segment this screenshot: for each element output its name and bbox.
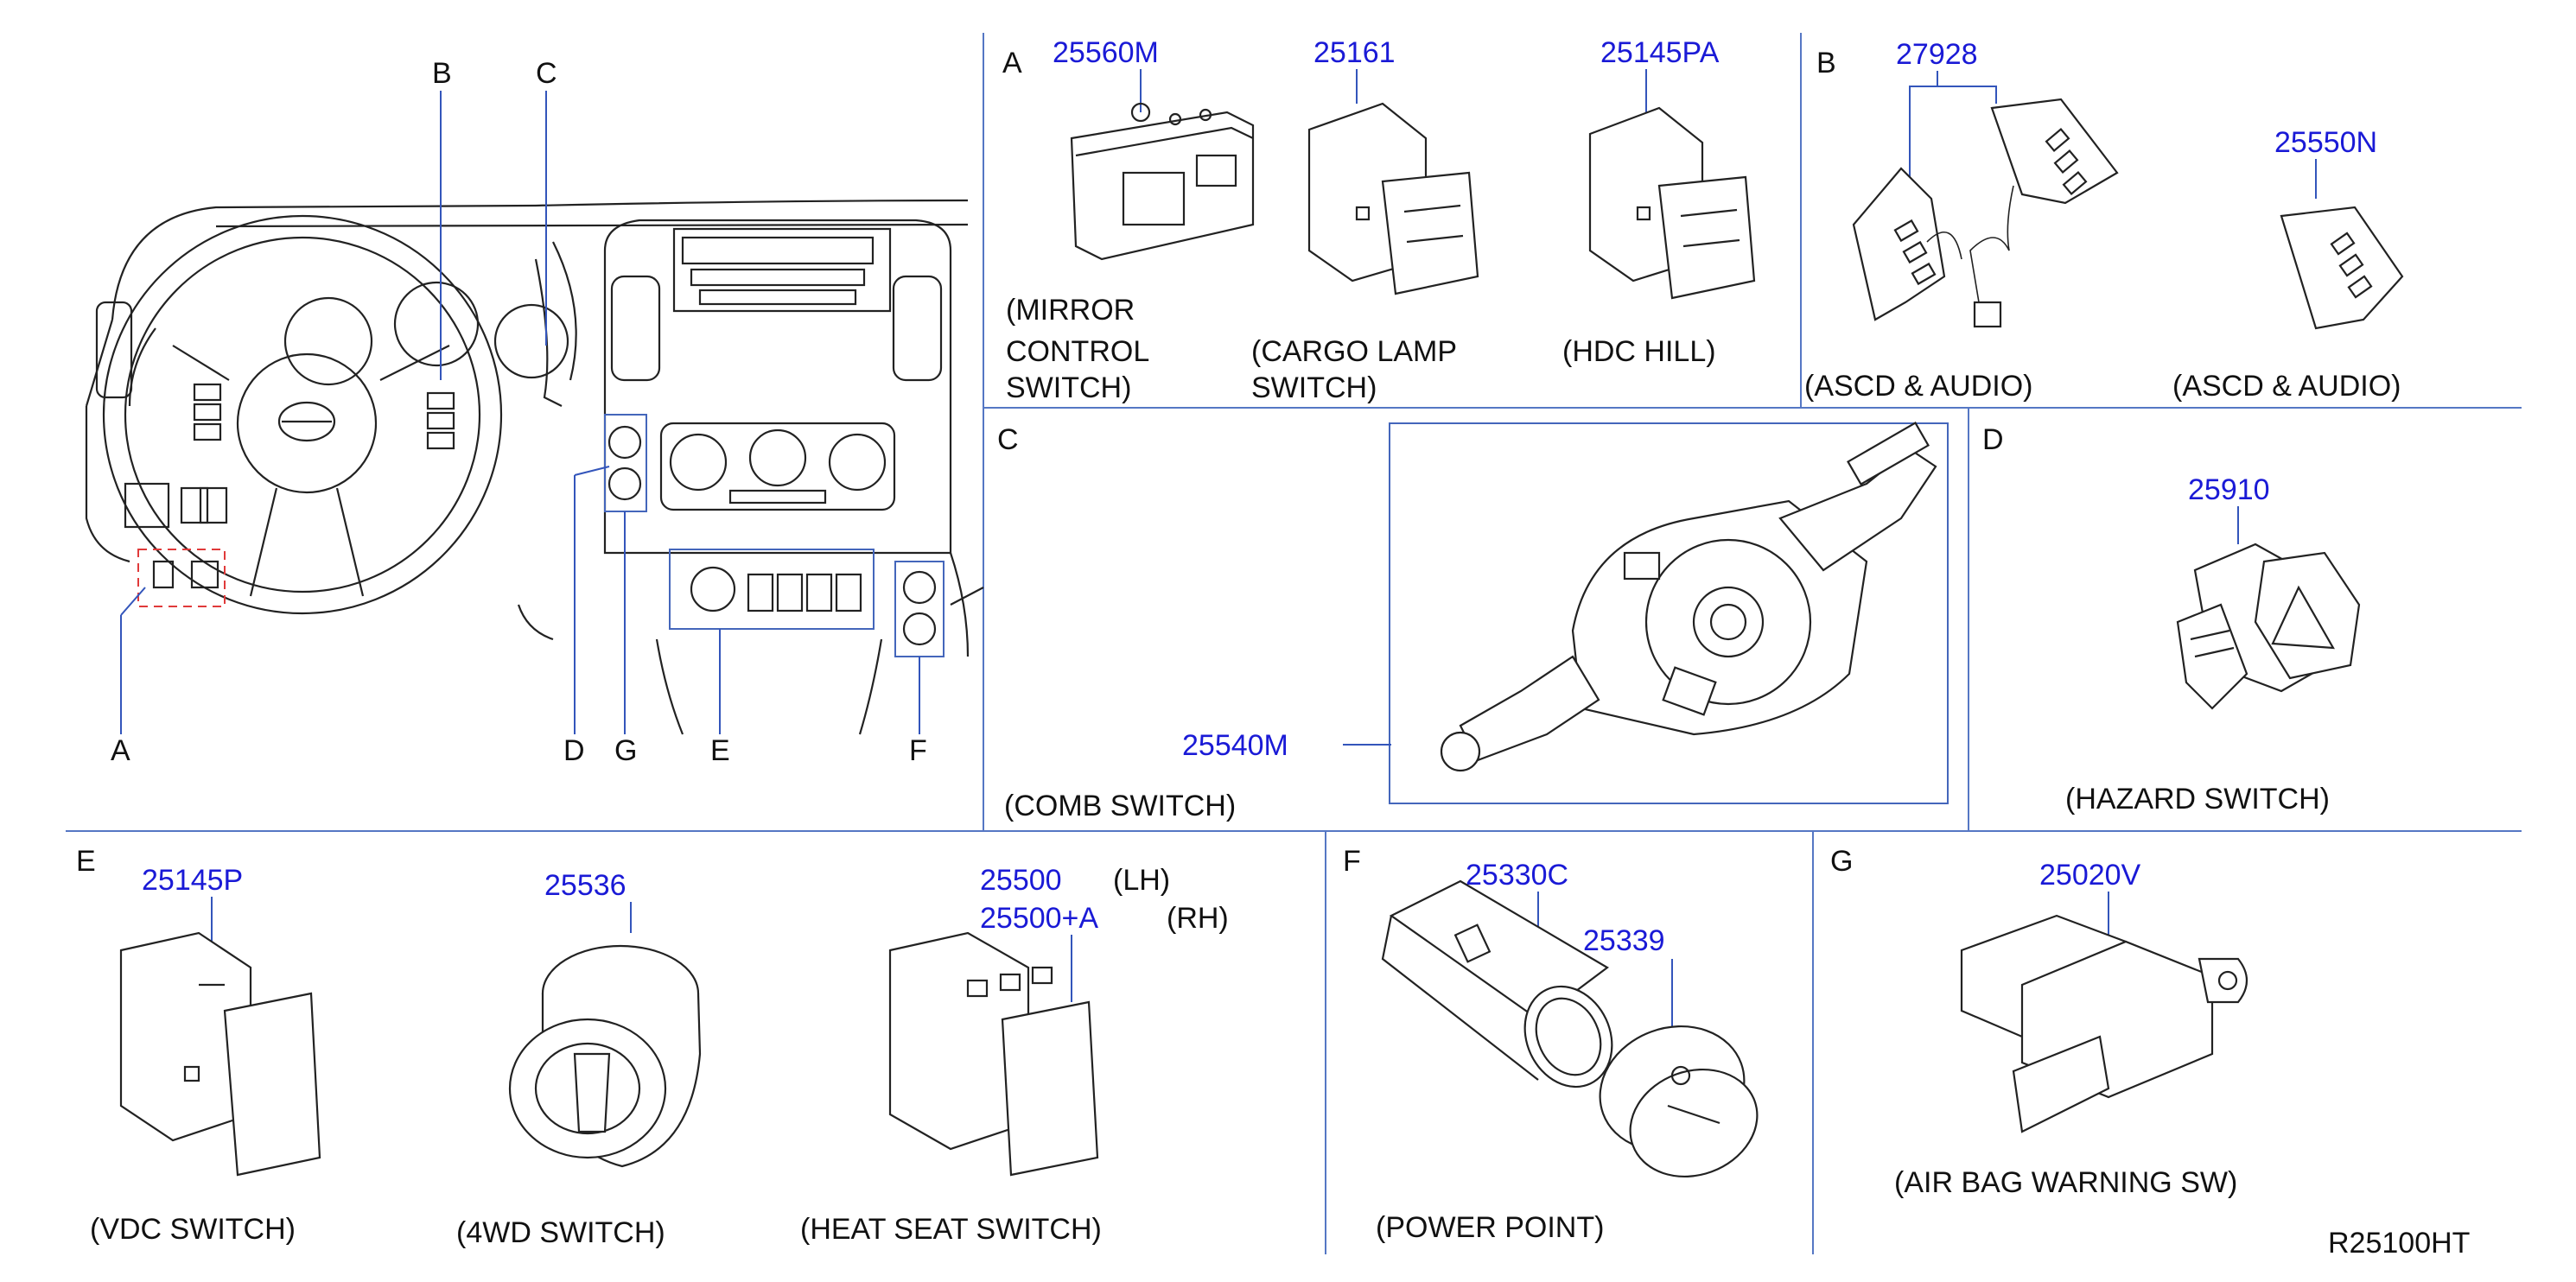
part-caption: (ASCD & AUDIO) — [1804, 370, 2032, 403]
cargo-lamp-switch-drawing — [1307, 102, 1479, 295]
part-caption: (VDC SWITCH) — [90, 1213, 296, 1246]
part-caption: (MIRROR — [1006, 294, 1135, 327]
section-letter: F — [1343, 845, 1361, 878]
section-b: B 27928 (ASCD & AUDIO) 25550N (ASCD & AU… — [1804, 38, 2404, 403]
part-number: 25910 — [2188, 473, 2270, 506]
callout-g: G — [614, 734, 637, 767]
part-number: 25560M — [1053, 36, 1159, 69]
section-d: D 25910 (HAZARD SWITCH) — [1982, 423, 2361, 816]
hdc-hill-switch-drawing — [1588, 106, 1756, 300]
part-caption: (4WD SWITCH) — [456, 1216, 665, 1249]
callout-d: D — [563, 734, 585, 767]
part-number: 25330C — [1466, 859, 1568, 892]
part-caption: (HAZARD SWITCH) — [2065, 783, 2330, 816]
section-letter: G — [1830, 845, 1853, 878]
diagram-code: R25100HT — [2328, 1227, 2470, 1260]
part-caption: (AIR BAG WARNING SW) — [1894, 1166, 2237, 1199]
part-number: 25540M — [1182, 729, 1288, 762]
part-caption: (HDC HILL) — [1562, 335, 1716, 368]
part-caption: (ASCD & AUDIO) — [2172, 370, 2401, 403]
part-caption: SWITCH) — [1251, 371, 1377, 404]
part-number: 25145PA — [1600, 36, 1720, 69]
part-number: 25145P — [142, 864, 243, 897]
part-caption: CONTROL — [1006, 335, 1149, 368]
highlight-box-f — [894, 561, 945, 657]
callout-b: B — [432, 57, 452, 90]
part-number: 25500 — [980, 864, 1062, 897]
part-caption: (POWER POINT) — [1376, 1211, 1604, 1244]
part-number: 25339 — [1583, 924, 1665, 957]
part-caption: (CARGO LAMP — [1251, 335, 1457, 368]
comb-switch-drawing — [1440, 422, 1937, 772]
callout-c: C — [536, 57, 557, 90]
section-letter: E — [76, 845, 96, 878]
hazard-switch-drawing — [2176, 543, 2361, 710]
part-caption: (HEAT SEAT SWITCH) — [800, 1213, 1102, 1246]
4wd-switch-drawing — [508, 944, 702, 1168]
section-letter: B — [1816, 47, 1836, 79]
callout-a: A — [111, 734, 130, 767]
part-side: (RH) — [1167, 902, 1229, 935]
section-c: C 25540M (COMB SWITCH) — [997, 422, 1949, 822]
part-number: 25536 — [544, 869, 627, 902]
comb-switch-frame — [1389, 422, 1949, 804]
part-caption: SWITCH) — [1006, 371, 1131, 404]
section-a: A 25560M (MIRROR CONTROL SWITCH) 25161 (… — [1002, 36, 1756, 404]
part-number: 25020V — [2039, 859, 2141, 892]
section-e: E 25145P (VDC SWITCH) 25536 (4WD SWITCH)… — [76, 845, 1229, 1249]
part-number: 25550N — [2274, 126, 2377, 159]
highlight-box-a — [137, 549, 226, 607]
part-number: 25161 — [1313, 36, 1396, 69]
steering-switch-pair-drawing — [1852, 98, 2119, 328]
vdc-switch-drawing — [119, 931, 321, 1177]
section-g: G 25020V (AIR BAG WARNING SW) — [1830, 845, 2248, 1199]
part-caption: (COMB SWITCH) — [1004, 790, 1236, 822]
highlight-box-e — [669, 549, 875, 630]
section-f: F 25330C 25339 (POWER POINT) — [1343, 845, 1759, 1244]
section-dividers — [66, 33, 2522, 1254]
power-point-socket-drawing — [1381, 879, 1613, 1088]
part-number: 27928 — [1896, 38, 1978, 71]
callout-e: E — [710, 734, 730, 767]
section-letter: D — [1982, 423, 2004, 456]
section-letter: C — [997, 423, 1019, 456]
power-point-cap-drawing — [1599, 1025, 1759, 1178]
air-bag-warning-switch-drawing — [1960, 914, 2248, 1133]
part-number: 25500+A — [980, 902, 1098, 935]
highlight-box-g — [604, 414, 647, 512]
steering-switch-single-drawing — [2280, 206, 2404, 330]
part-side: (LH) — [1113, 864, 1170, 897]
mirror-control-switch-drawing — [1070, 102, 1255, 261]
heat-seat-switch-drawing — [888, 931, 1099, 1177]
section-letter: A — [1002, 47, 1022, 79]
dashboard-overview: B C A D G E F — [85, 57, 984, 767]
callout-f: F — [909, 734, 927, 767]
